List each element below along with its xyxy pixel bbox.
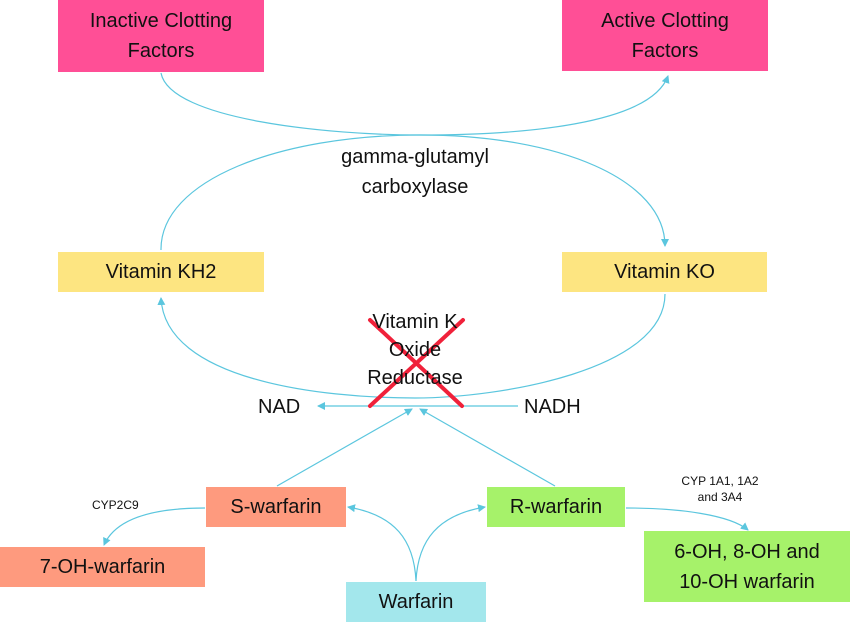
node-label: Vitamin KH2: [105, 261, 217, 283]
node-vitamin-ko: Vitamin KO: [562, 252, 767, 292]
node-label: R-warfarin: [509, 496, 603, 518]
arrow-ko-to-kh2: [157, 293, 666, 399]
label-cyp-1a1-1a2-3a4: CYP 1A1, 1A2 and 3A4: [681, 474, 759, 504]
node-vitamin-kh2: Vitamin KH2: [58, 252, 264, 292]
arrow-rwarfarin-to-oh: [625, 507, 749, 531]
node-label: Inactive Clotting Factors: [89, 10, 233, 62]
node-label: 7-OH-warfarin: [39, 556, 166, 578]
node-active-clotting-factors: Active Clotting Factors: [562, 0, 768, 71]
arrow-warfarin-to-rwarfarin: [415, 504, 486, 582]
inhibition-cross-stroke-2: [368, 318, 465, 408]
node-label: 6-OH, 8-OH and 10-OH warfarin: [674, 540, 820, 593]
node-label: Active Clotting Factors: [601, 9, 729, 62]
node-7-oh-warfarin: 7-OH-warfarin: [0, 547, 205, 587]
arrow-inactive-to-active: [160, 72, 670, 136]
arrow-warfarin-to-swarfarin: [347, 504, 417, 582]
arrow-swarfarin-to-7oh: [103, 507, 206, 546]
node-label: Warfarin: [378, 591, 454, 613]
arrow-kh2-to-ko: [160, 134, 669, 251]
node-s-warfarin: S-warfarin: [206, 487, 346, 527]
node-label: Vitamin KO: [614, 261, 715, 283]
node-inactive-clotting-factors: Inactive Clotting Factors: [58, 0, 264, 72]
node-label: S-warfarin: [230, 496, 322, 518]
label-gamma-glutamyl-carboxylase: gamma-glutamyl carboxylase: [341, 146, 489, 198]
node-r-warfarin: R-warfarin: [487, 487, 625, 527]
label-cyp2c9: CYP2C9: [92, 498, 139, 512]
node-warfarin: Warfarin: [346, 582, 486, 622]
arrow-rwarfarin-to-vkor: [419, 408, 556, 487]
label-vitamin-k-oxide-reductase: Vitamin K Oxide Reductase: [367, 311, 463, 389]
label-nadh: NADH: [524, 396, 581, 418]
node-hydroxy-warfarins: 6-OH, 8-OH and 10-OH warfarin: [644, 531, 850, 602]
label-nad: NAD: [258, 396, 301, 418]
arrow-swarfarin-to-vkor: [276, 408, 413, 487]
